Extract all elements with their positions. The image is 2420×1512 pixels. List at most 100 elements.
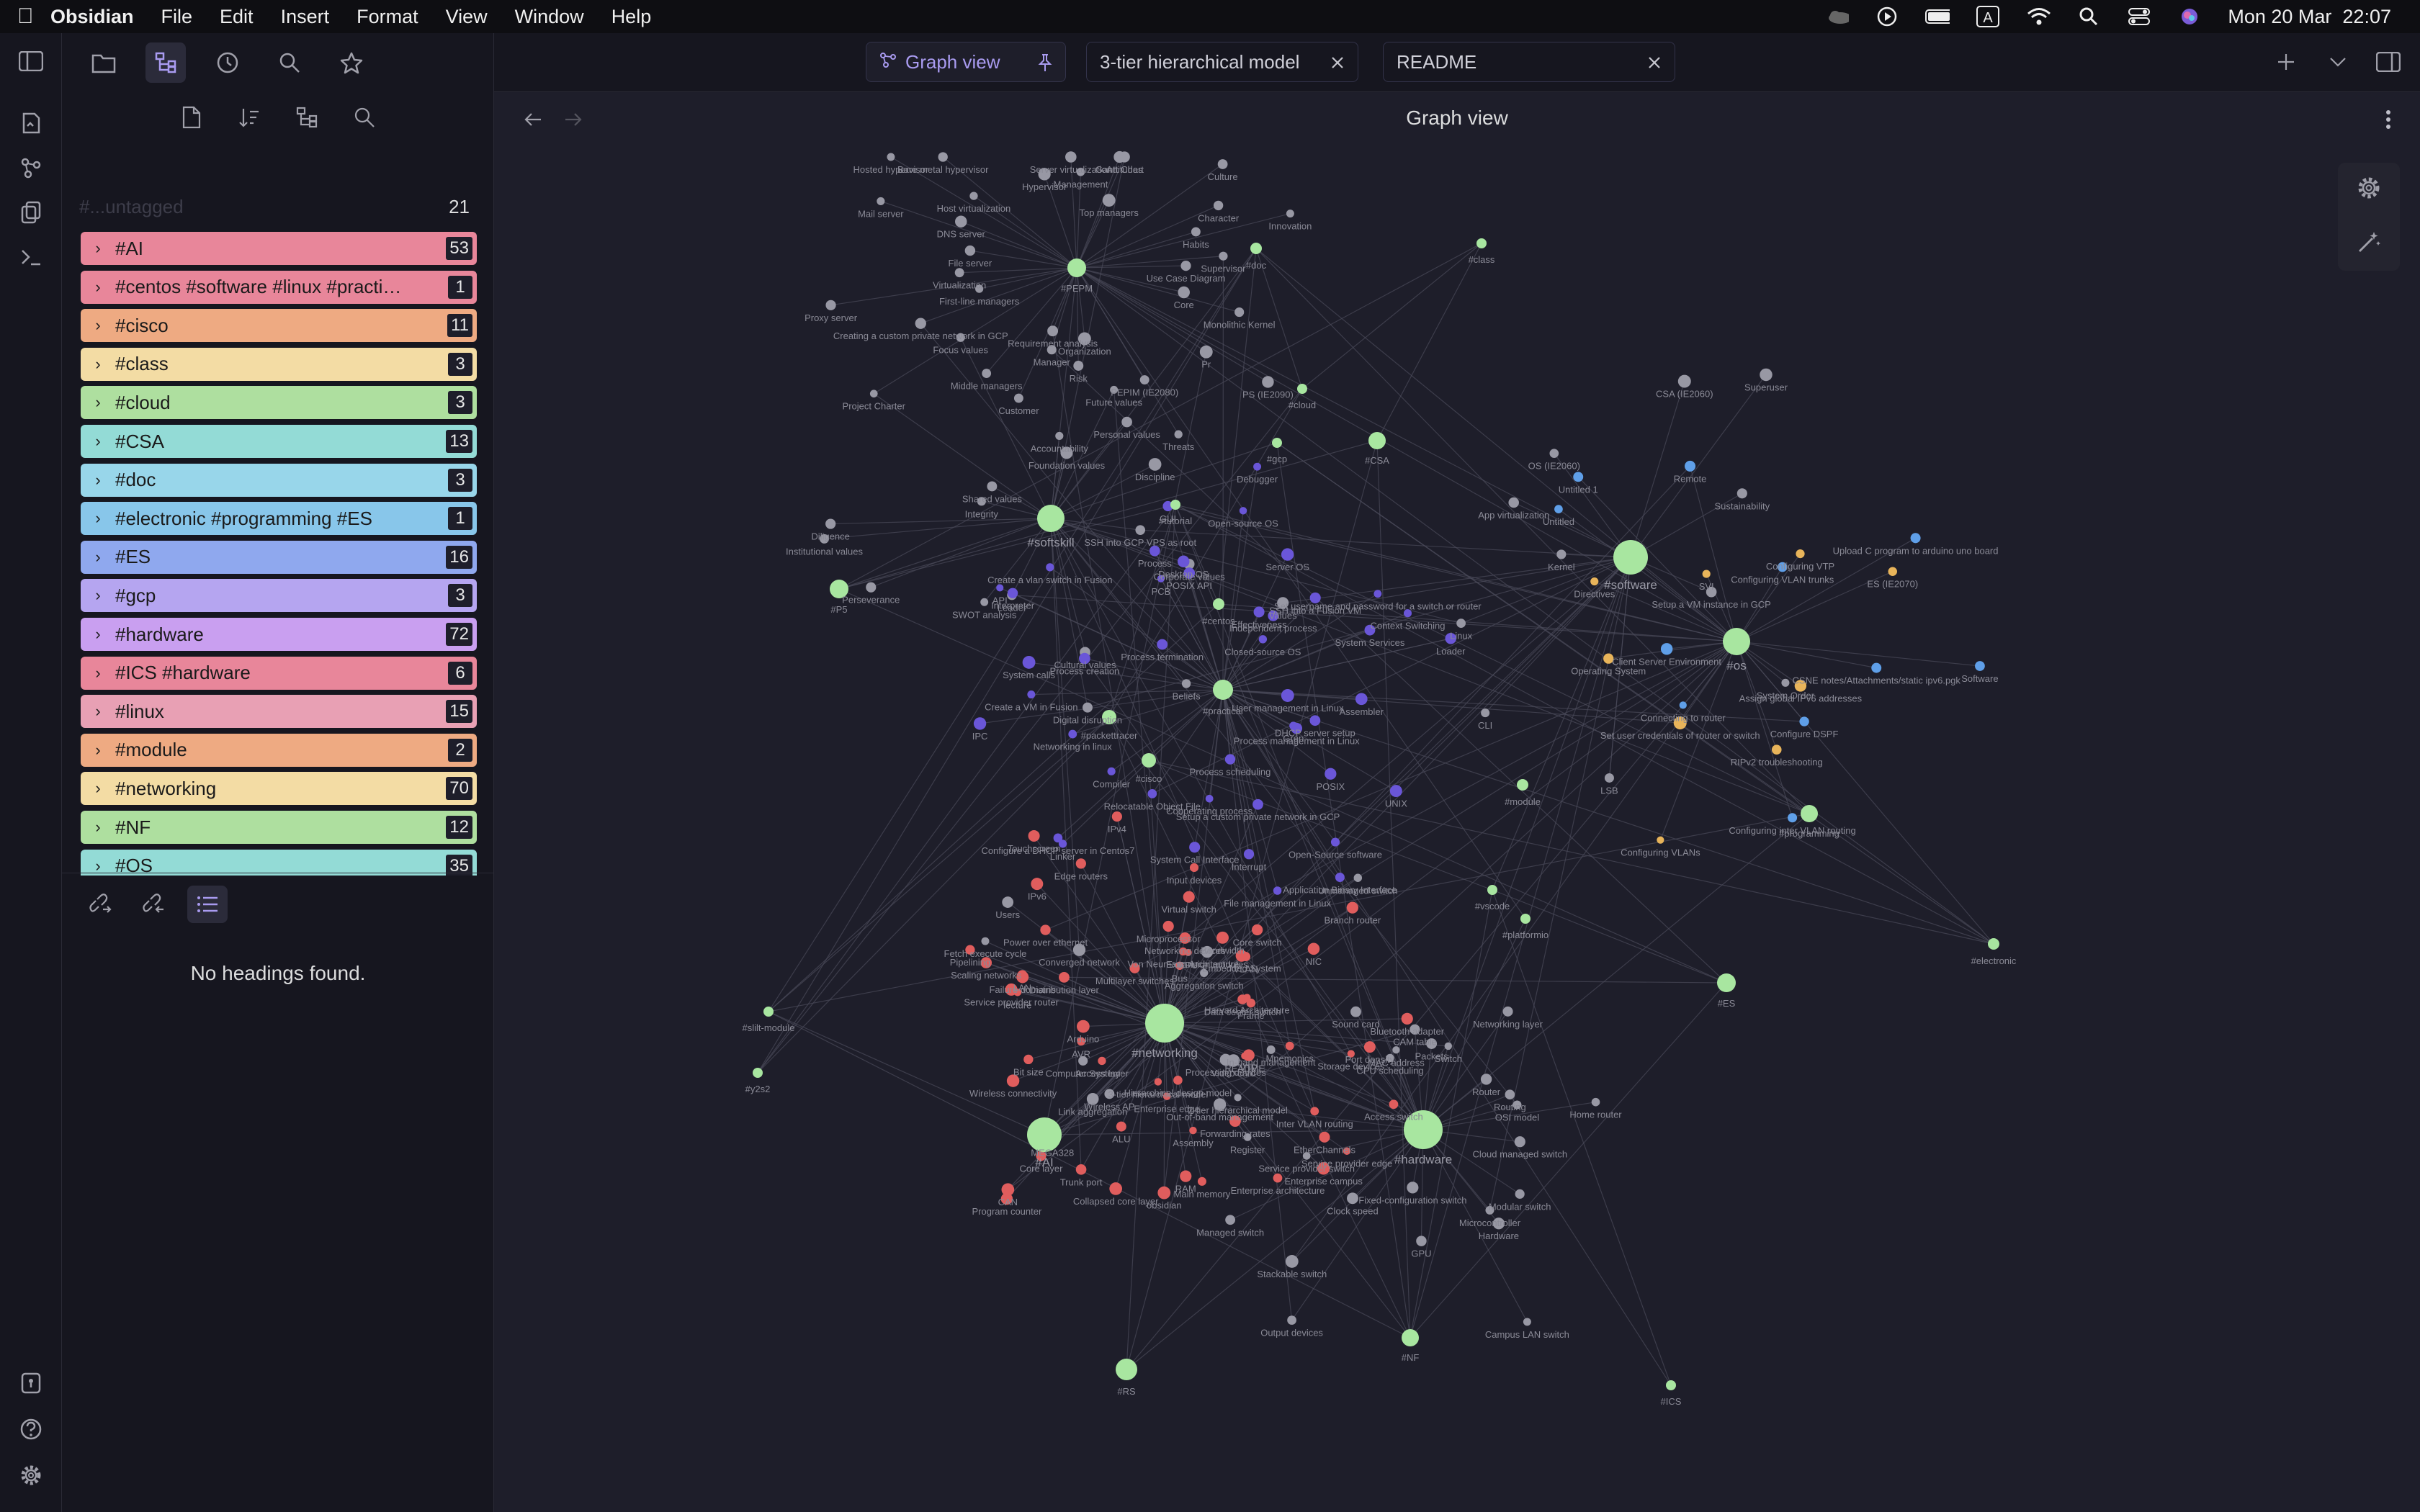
graph-node[interactable] — [1392, 1046, 1400, 1054]
graph-hub-node[interactable] — [1402, 1329, 1419, 1346]
graph-node[interactable] — [1036, 1151, 1047, 1161]
graph-node[interactable] — [1444, 1042, 1452, 1050]
graph-node[interactable] — [1180, 261, 1191, 271]
recent-files-clock-icon[interactable] — [207, 42, 248, 83]
graph-node[interactable] — [938, 152, 948, 162]
graph-node[interactable] — [1189, 842, 1201, 853]
graph-node[interactable] — [1065, 151, 1077, 163]
tab-graph-view[interactable]: Graph view — [866, 42, 1066, 82]
graph-node[interactable] — [1040, 924, 1051, 935]
sort-order-icon[interactable] — [231, 99, 267, 135]
graph-node[interactable] — [1175, 961, 1184, 970]
graph-node[interactable] — [1426, 1038, 1438, 1049]
graph-node[interactable] — [1217, 159, 1228, 169]
graph-node[interactable] — [1888, 567, 1897, 576]
graph-node[interactable] — [1485, 1205, 1494, 1215]
graph-node[interactable] — [1197, 1176, 1206, 1186]
graph-hub-node[interactable] — [1297, 384, 1307, 394]
chevron-right-icon[interactable]: › — [95, 586, 101, 605]
graph-node[interactable] — [1162, 1092, 1171, 1100]
forward-arrow-icon[interactable] — [559, 105, 588, 134]
graph-node[interactable] — [1046, 563, 1054, 572]
graph-node[interactable] — [1285, 1041, 1294, 1050]
graph-node[interactable] — [1253, 462, 1262, 471]
graph-node[interactable] — [1183, 567, 1196, 579]
graph-node[interactable] — [975, 284, 984, 293]
chevron-right-icon[interactable]: › — [95, 625, 101, 643]
terminal-icon[interactable] — [16, 242, 46, 272]
graph-hub-node[interactable] — [1116, 1359, 1137, 1380]
graph-node[interactable] — [1243, 849, 1255, 860]
chevron-right-icon[interactable]: › — [95, 354, 101, 373]
graph-node[interactable] — [1604, 773, 1614, 783]
graph-node[interactable] — [1205, 794, 1214, 803]
graph-node[interactable] — [1330, 837, 1340, 847]
graph-node[interactable] — [1116, 1121, 1126, 1132]
graph-node[interactable] — [1027, 690, 1036, 699]
graph-node[interactable] — [1135, 525, 1146, 535]
graph-node[interactable] — [1219, 251, 1228, 261]
vault-help-icon[interactable] — [16, 1368, 46, 1398]
graph-node[interactable] — [1492, 1218, 1505, 1230]
graph-node[interactable] — [1007, 588, 1018, 598]
chevron-right-icon[interactable]: › — [95, 856, 101, 875]
graph-node[interactable] — [1076, 167, 1085, 176]
graph-node[interactable] — [1157, 575, 1165, 582]
graph-hub-node[interactable] — [1368, 432, 1386, 449]
graph-node[interactable] — [1239, 507, 1247, 515]
graph-node[interactable] — [1554, 505, 1563, 513]
graph-node[interactable] — [915, 318, 926, 329]
graph-node[interactable] — [1325, 768, 1337, 780]
graph-node[interactable] — [1234, 307, 1245, 318]
graph-node[interactable] — [1760, 368, 1773, 382]
graph-node[interactable] — [1243, 1133, 1252, 1141]
graph-node[interactable] — [1005, 983, 1018, 996]
chevron-right-icon[interactable]: › — [95, 432, 101, 450]
graph-node[interactable] — [1657, 836, 1664, 844]
chevron-right-icon[interactable]: › — [95, 277, 101, 296]
graph-node[interactable] — [1111, 811, 1122, 822]
graph-node[interactable] — [1573, 472, 1584, 482]
graph-node[interactable] — [1002, 896, 1014, 908]
graph-node[interactable] — [1053, 833, 1063, 843]
graph-node[interactable] — [877, 197, 885, 205]
graph-node[interactable] — [1281, 548, 1294, 561]
graph-node[interactable] — [1407, 1182, 1419, 1194]
siri-icon[interactable] — [2177, 7, 2202, 26]
graph-node[interactable] — [980, 957, 992, 968]
graph-node[interactable] — [969, 192, 978, 200]
graph-node[interactable] — [1107, 767, 1116, 775]
graph-hub-node[interactable] — [1037, 505, 1065, 532]
clock[interactable]: Mon 20 Mar 22:07 — [2228, 5, 2391, 27]
chevron-right-icon[interactable]: › — [95, 663, 101, 682]
graph-node[interactable] — [980, 598, 989, 606]
graph-node[interactable] — [1200, 968, 1209, 977]
graph-node[interactable] — [1456, 618, 1466, 629]
graph-node[interactable] — [1389, 785, 1402, 798]
graph-settings-gear-icon[interactable] — [2357, 176, 2381, 204]
graph-node[interactable] — [887, 153, 895, 161]
graph-node[interactable] — [1445, 633, 1457, 644]
graph-node[interactable] — [1225, 1215, 1236, 1225]
battery-icon[interactable] — [1925, 7, 1950, 26]
graph-hub-node[interactable] — [1170, 500, 1180, 510]
graph-node[interactable] — [1591, 1097, 1600, 1107]
graph-node[interactable] — [825, 518, 836, 529]
graph-node[interactable] — [1189, 1126, 1197, 1135]
graph-node[interactable] — [1001, 1183, 1015, 1197]
graph-node[interactable] — [1781, 678, 1790, 687]
graph-node[interactable] — [955, 215, 967, 228]
graph-node[interactable] — [1055, 431, 1064, 441]
graph-node[interactable] — [1023, 1054, 1034, 1065]
graph-node[interactable] — [954, 268, 964, 278]
tag-hierarchy-icon[interactable] — [289, 99, 325, 135]
menu-edit[interactable]: Edit — [220, 5, 254, 27]
graph-node[interactable] — [1273, 886, 1282, 895]
